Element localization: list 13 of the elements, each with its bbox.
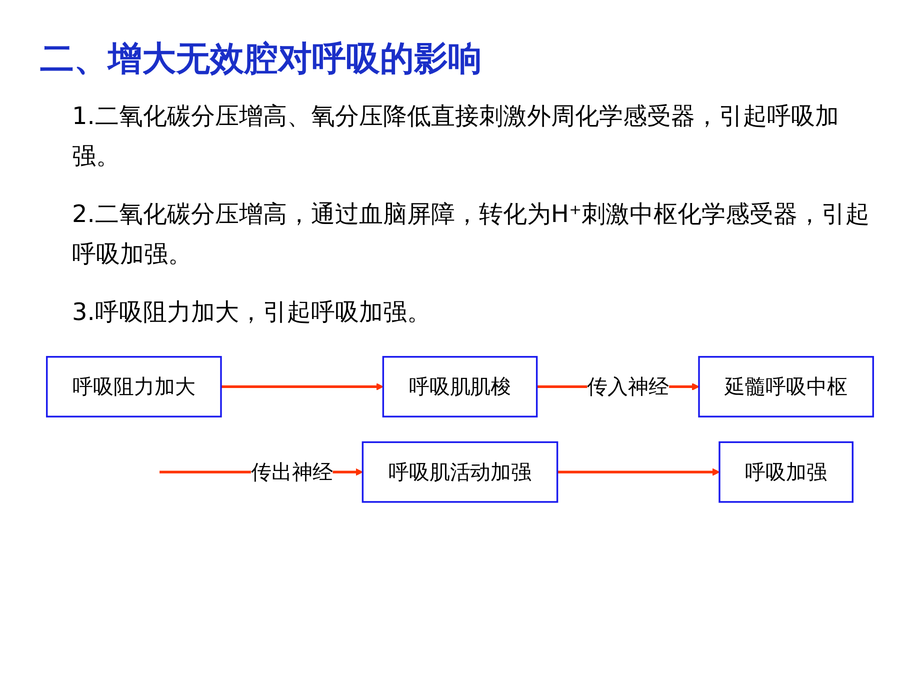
numbered-paragraph: 1.二氧化碳分压增高、氧分压降低直接刺激外周化学感受器，引起呼吸加强。 — [72, 101, 840, 172]
node-box: 呼吸阻力加大 — [46, 356, 222, 418]
numbered-paragraph: 2.二氧化碳分压增高，通过血脑屏障，转化为H⁺刺激中枢化学感受器，引起呼吸加强。 — [72, 199, 871, 270]
node-box: 呼吸肌肌梭 — [382, 356, 538, 418]
edge-label: 传出神经 — [250, 460, 333, 484]
slide-title: 二、增大无效腔对呼吸的影响 — [40, 38, 483, 81]
edge-label: 传入神经 — [587, 374, 670, 399]
arrow — [557, 468, 720, 476]
node-box: 呼吸加强 — [718, 441, 854, 503]
node-box: 呼吸肌活动加强 — [362, 441, 558, 503]
numbered-paragraph: 3.呼吸阻力加大，引起呼吸加强。 — [72, 297, 432, 328]
arrow — [221, 382, 384, 390]
node-box: 延髓呼吸中枢 — [698, 356, 874, 418]
